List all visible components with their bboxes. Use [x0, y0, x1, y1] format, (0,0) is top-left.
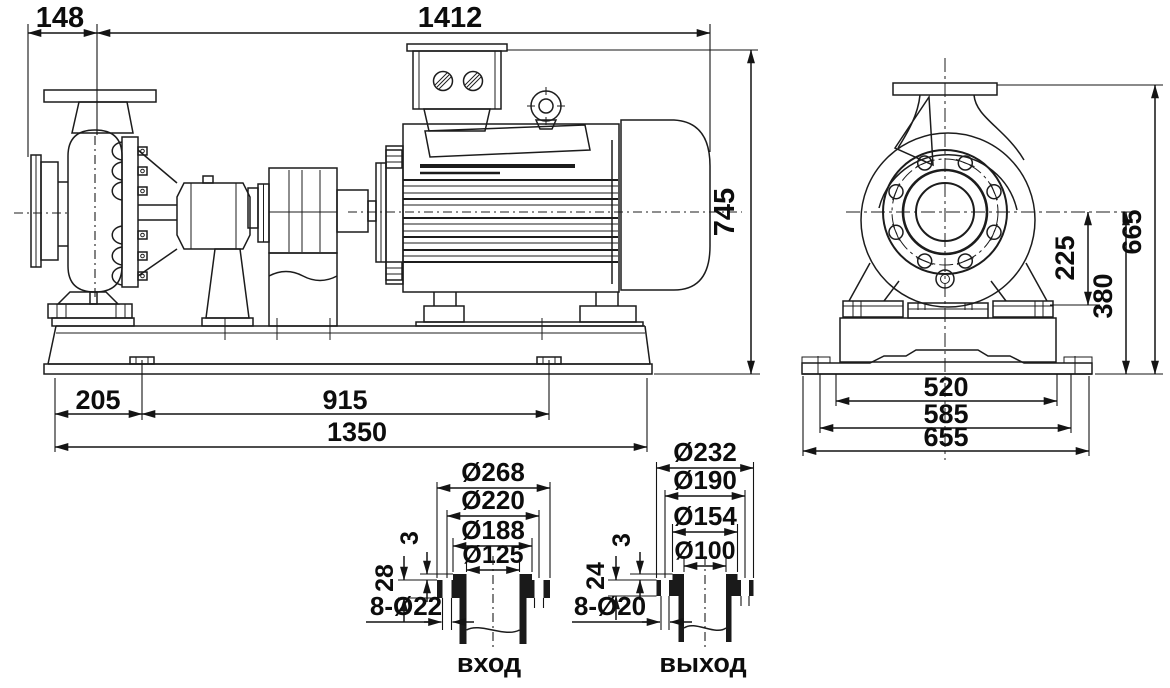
dim-148: 148 — [36, 2, 84, 34]
dim-inlet-holes: 8-Ø22 — [370, 591, 442, 621]
dim-outlet-thickness: 24 — [582, 562, 610, 590]
rib — [893, 94, 934, 167]
label-inlet: вход — [457, 648, 521, 678]
pump-foot-left — [842, 300, 904, 318]
pump-foot-right — [992, 300, 1054, 318]
dim-inlet-raised-face: Ø188 — [461, 515, 525, 545]
lifting-eye-icon — [527, 87, 565, 130]
casing-cover — [121, 136, 139, 288]
bolt-circle — [891, 158, 999, 266]
dim-inlet-od: Ø268 — [461, 457, 525, 487]
terminal-box-lid — [406, 43, 508, 52]
drain-plug — [935, 269, 955, 289]
dim-520: 520 — [923, 372, 968, 402]
motor-foot — [579, 305, 637, 323]
inlet-pipe-wall — [459, 598, 467, 644]
side-view: 148 1412 745 205 915 1350 — [14, 2, 760, 452]
end-view: 225 380 665 520 585 655 — [801, 58, 1163, 460]
dim-outlet-od: Ø232 — [673, 437, 737, 467]
terminal-box-neck — [423, 108, 491, 132]
dim-outlet-holes: 8-Ø20 — [574, 591, 646, 621]
neck-right — [973, 94, 1025, 161]
pipe-break-line — [466, 627, 520, 633]
dim-665: 665 — [1117, 209, 1147, 254]
dim-745: 745 — [709, 188, 741, 236]
pump-support — [56, 291, 120, 305]
motor-front-bell — [385, 145, 404, 285]
motor-foot — [423, 305, 465, 323]
terminal-box — [412, 50, 502, 110]
guard-stand — [268, 252, 338, 327]
motor-stator — [402, 123, 620, 293]
outlet-flange-detail: Ø232 Ø190 Ø154 Ø100 3 — [572, 437, 755, 678]
flange-bolts — [888, 155, 1002, 269]
fan-cover — [620, 119, 711, 291]
guard-sheet-break — [268, 270, 338, 282]
outlet-pipe-wall — [726, 596, 732, 642]
raised-face-circle — [901, 168, 989, 256]
discharge-flange — [43, 89, 157, 103]
outlet-pipe-wall — [678, 596, 684, 642]
discharge-flange-end — [892, 82, 998, 96]
bearing-housing — [176, 182, 251, 250]
dim-1412: 1412 — [418, 2, 483, 34]
cable-gland-icon — [432, 70, 484, 92]
inlet-pipe-wall — [519, 598, 527, 644]
dim-1350: 1350 — [327, 417, 387, 447]
bore-circle — [915, 182, 975, 242]
motor-shaft-hub — [336, 189, 369, 233]
dim-outlet-face-height: 3 — [608, 533, 636, 547]
center-pedestal — [907, 302, 989, 319]
bearing-support-foot — [205, 248, 250, 319]
suction-hub — [40, 161, 59, 261]
casing-studs — [111, 141, 148, 286]
neck-left — [897, 94, 921, 149]
oil-plug — [202, 175, 214, 184]
dim-655: 655 — [923, 422, 968, 452]
dim-inlet-face-height: 3 — [396, 531, 424, 545]
volute-casing — [67, 129, 123, 293]
dim-outlet-bolt-circle: Ø190 — [673, 465, 737, 495]
pump-foot — [47, 303, 133, 319]
dim-inlet-bolt-circle: Ø220 — [461, 485, 525, 515]
dim-outlet-raised-face: Ø154 — [673, 501, 737, 531]
volute-outline — [860, 132, 1036, 308]
motor-fins — [403, 179, 618, 263]
base-block — [839, 317, 1057, 363]
dim-225: 225 — [1050, 235, 1080, 280]
baseplate — [43, 318, 653, 375]
inlet-flange-detail: Ø268 Ø220 Ø188 Ø125 3 — [366, 457, 551, 678]
dim-inlet-thickness: 28 — [371, 564, 399, 592]
dim-380: 380 — [1088, 273, 1118, 318]
motor-nameplate — [424, 124, 591, 158]
discharge-neck — [71, 101, 134, 134]
adapter-top — [137, 149, 178, 184]
dim-205: 205 — [75, 385, 120, 415]
dim-585: 585 — [923, 399, 968, 429]
adapter-bottom — [137, 248, 178, 277]
dim-915: 915 — [322, 385, 367, 415]
label-outlet: выход — [659, 648, 746, 678]
coupling-guard — [268, 167, 338, 254]
